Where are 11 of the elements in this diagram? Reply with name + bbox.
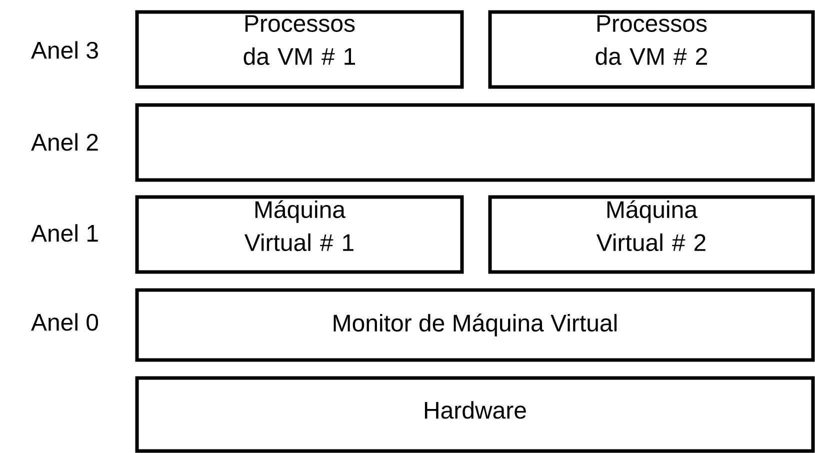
layer-box: Máquina Virtual # 1: [135, 195, 464, 274]
layer-box: Processos da VM # 1: [135, 10, 464, 89]
layer-box: Processos da VM # 2: [488, 10, 815, 89]
layer-box: Máquina Virtual # 2: [488, 195, 815, 274]
ring-label: Anel 2: [31, 133, 98, 151]
empty-box: [135, 103, 815, 182]
layer-box: Hardware: [135, 376, 815, 453]
layer-box: Monitor de Máquina Virtual: [135, 288, 815, 362]
ring-label: Anel 1: [31, 224, 98, 242]
ring-label: Anel 0: [31, 313, 98, 331]
ring-label: Anel 3: [31, 41, 98, 59]
